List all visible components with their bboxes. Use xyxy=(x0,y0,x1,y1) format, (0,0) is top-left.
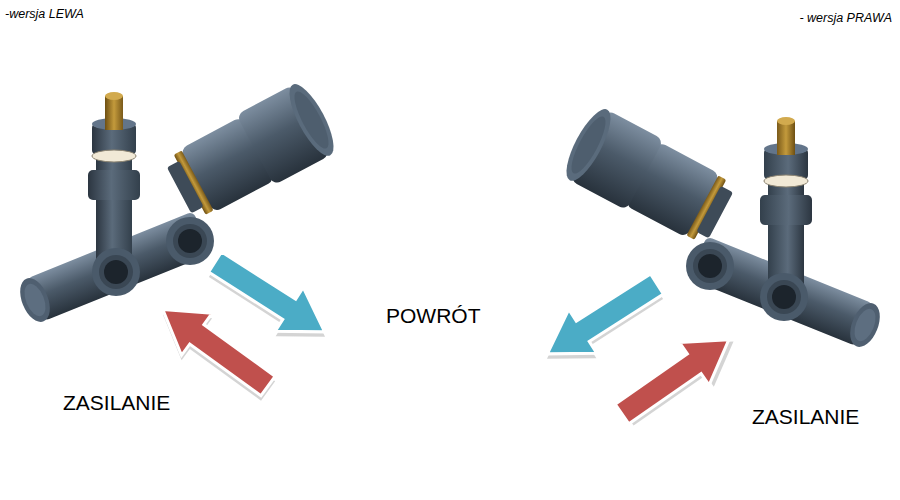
label-holder: - wersja PRAWA xyxy=(799,8,892,26)
label-holder: ZASILANIE xyxy=(63,391,170,415)
flow-label: ZASILANIE xyxy=(752,405,859,429)
return-arrow xyxy=(531,262,673,381)
label-holder: POWRÓT xyxy=(386,304,481,328)
version-label: - wersja PRAWA xyxy=(799,11,892,25)
flow-label: POWRÓT xyxy=(386,304,481,328)
flow-label: ZASILANIE xyxy=(63,391,170,415)
label-holder: -wersja LEWA xyxy=(5,4,84,22)
version-label: -wersja LEWA xyxy=(5,7,84,21)
label-holder: ZASILANIE xyxy=(752,405,859,429)
valve-left xyxy=(14,79,341,327)
supply-arrow xyxy=(607,317,748,439)
